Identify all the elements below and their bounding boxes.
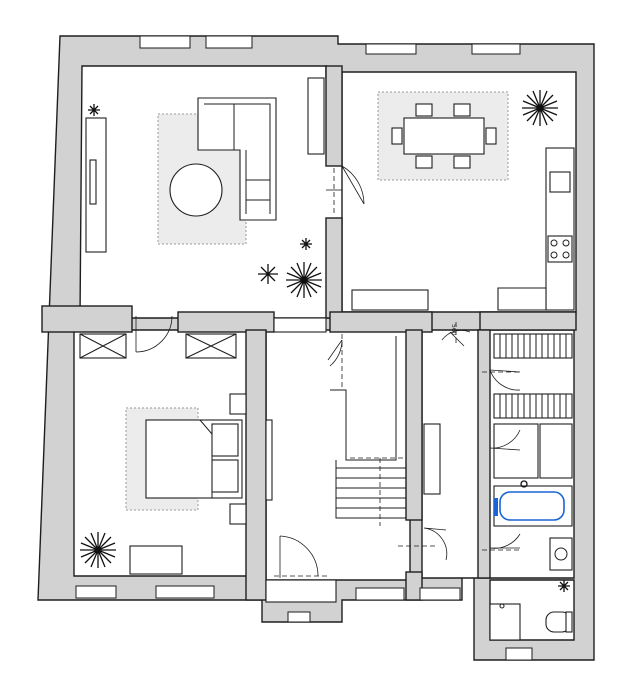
door-laundry (489, 429, 521, 451)
sideboard (351, 289, 429, 311)
window (139, 35, 191, 49)
door-stair (327, 339, 343, 367)
nightstand (229, 503, 247, 525)
chair (391, 127, 403, 145)
side-shelf (307, 77, 325, 155)
door-storage-top (441, 329, 471, 347)
plant-icon (88, 104, 100, 116)
kitchen-unit-label: 560 (450, 324, 457, 336)
dining-table (403, 117, 485, 155)
nightstand (229, 393, 247, 415)
windows (75, 35, 533, 661)
plant-icon (520, 480, 528, 488)
chair (415, 155, 433, 169)
window (419, 587, 461, 601)
kitchen-corner-counter (497, 287, 547, 311)
door-sauna (489, 369, 521, 391)
dining-kitchen: 560 (351, 90, 575, 336)
tv-screen (89, 159, 97, 205)
partition-living-kitchen-low (325, 217, 343, 319)
chair (485, 127, 497, 145)
partition-stair-top (329, 311, 433, 333)
stairwell (265, 317, 406, 603)
window (471, 43, 521, 55)
partition-stair-bath-low (405, 571, 423, 601)
partition-north-living (41, 305, 133, 333)
plant-icon (558, 580, 570, 592)
door-bathroom (489, 533, 521, 549)
chair (453, 103, 471, 117)
plant-icon (286, 262, 322, 298)
pillow (211, 423, 239, 457)
storage-hall (398, 322, 471, 561)
bathtub-accent (494, 498, 498, 516)
sectional-sofa (197, 97, 277, 221)
plant-icon (522, 90, 558, 126)
dryer (539, 423, 573, 479)
window (355, 587, 405, 601)
partition-bed-stair (245, 329, 267, 601)
partition-stair-bath (405, 329, 423, 521)
washbasin (549, 537, 573, 571)
door-entrance (279, 535, 319, 578)
window (505, 647, 533, 661)
living-room (85, 77, 325, 298)
sofa-cushion-lines (204, 103, 271, 214)
kitchen-sink (549, 171, 571, 193)
partition-bath-storage (477, 329, 491, 579)
shoe-cabinet (423, 423, 441, 495)
window (287, 611, 311, 623)
stair-landing-box (273, 317, 327, 333)
partition-living-kitchen (325, 65, 343, 167)
desk (129, 545, 183, 575)
bathtub-inner (499, 491, 565, 521)
plant-icon (258, 264, 278, 284)
entrance-landing (265, 579, 337, 603)
chair (415, 103, 433, 117)
window (155, 585, 215, 599)
toilet-tank (565, 611, 573, 633)
partition-bath-top (479, 311, 577, 331)
partition-north-bed (177, 311, 275, 333)
washing-machine (493, 423, 539, 479)
sauna-bench (493, 393, 573, 419)
drain-icon (499, 603, 505, 609)
door-hall (423, 527, 448, 561)
chair (453, 155, 471, 169)
wall-panel (265, 419, 273, 501)
door-living-kitchen (326, 165, 365, 216)
pillow (211, 459, 239, 493)
hob (547, 235, 573, 263)
window (75, 585, 117, 599)
plant-icon (300, 238, 312, 250)
stair-outline (330, 336, 397, 461)
stair-steps (335, 460, 406, 519)
window (365, 43, 417, 55)
door-bedroom (135, 315, 173, 353)
round-coffee-table (169, 163, 223, 217)
sauna-bench (493, 333, 573, 359)
plant-icon (80, 532, 116, 568)
toilet-room-shelf (489, 603, 521, 641)
bedroom (79, 315, 247, 575)
window (205, 35, 253, 49)
bathroom (482, 333, 573, 641)
